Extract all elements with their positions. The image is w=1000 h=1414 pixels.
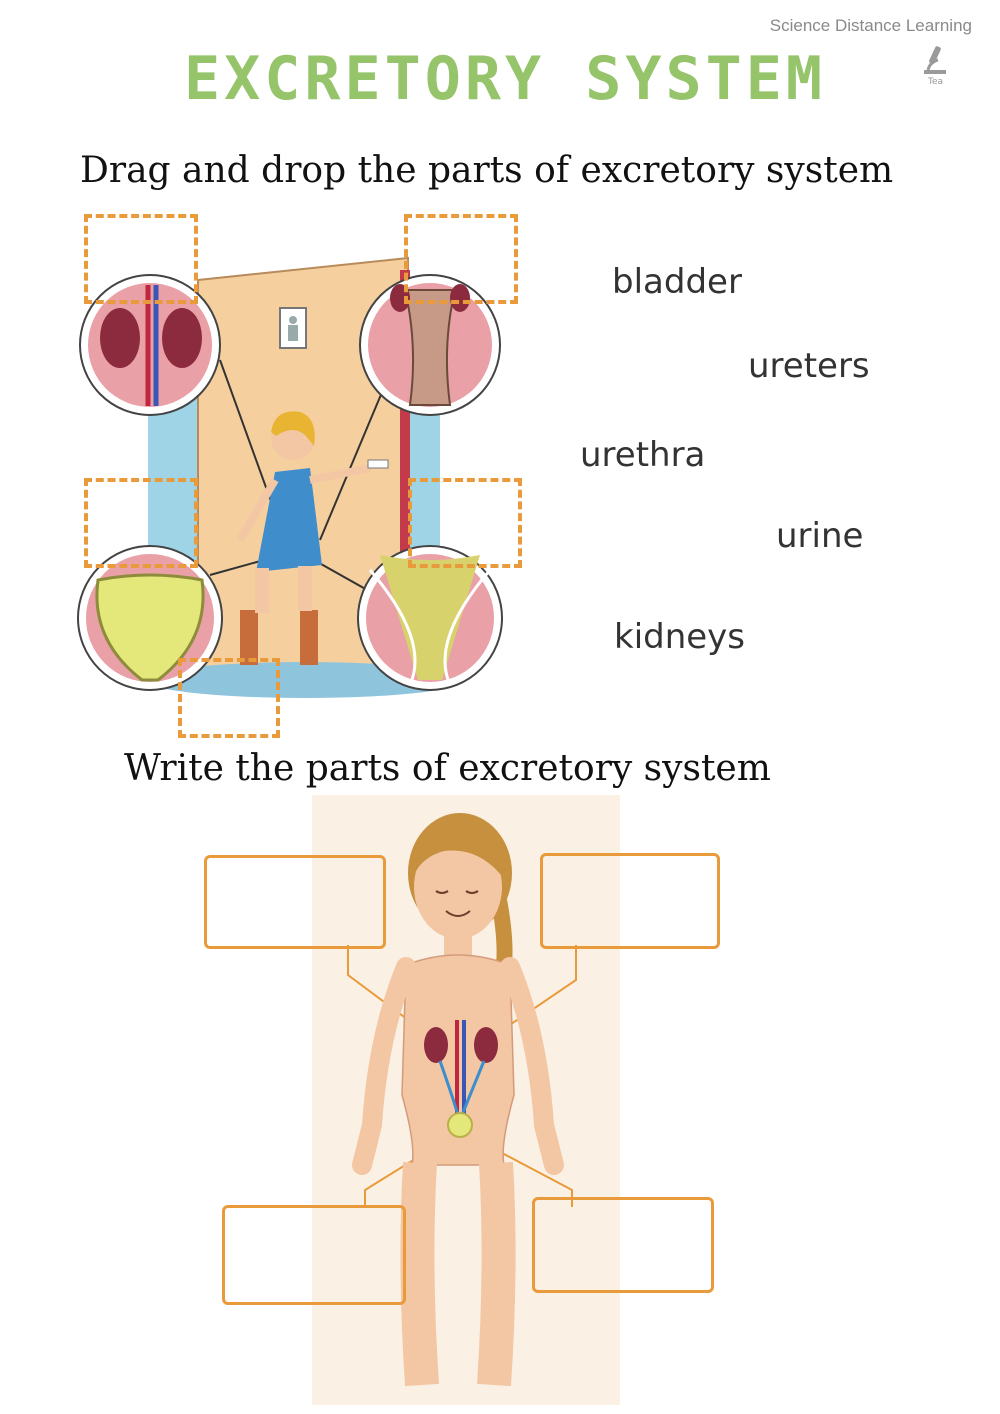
brand-label: Science Distance Learning	[769, 16, 972, 35]
draggable-word-ureters[interactable]: ureters	[748, 346, 870, 386]
illustration-girl-at-door	[70, 210, 520, 730]
drop-target-top-right[interactable]	[404, 214, 518, 304]
drop-target-top-left[interactable]	[84, 214, 198, 304]
draggable-word-kidneys[interactable]: kidneys	[614, 617, 746, 657]
drop-target-middle-left[interactable]	[84, 478, 198, 568]
draggable-word-urine[interactable]: urine	[776, 516, 864, 556]
instruction-drag-drop: Drag and drop the parts of excretory sys…	[80, 150, 894, 191]
drop-target-bottom[interactable]	[178, 658, 280, 738]
instruction-write: Write the parts of excretory system	[124, 748, 771, 789]
logo-text: Tea	[927, 77, 943, 86]
microscope-icon: Tea	[920, 44, 950, 86]
write-box-bottom-left[interactable]	[222, 1205, 406, 1305]
write-box-bottom-right[interactable]	[532, 1197, 714, 1293]
draggable-word-bladder[interactable]: bladder	[612, 262, 742, 302]
write-box-top-left[interactable]	[204, 855, 386, 949]
write-box-top-right[interactable]	[540, 853, 720, 949]
page-title: EXCRETORY SYSTEM	[184, 44, 826, 114]
draggable-word-urethra[interactable]: urethra	[580, 435, 706, 475]
drop-target-middle-right[interactable]	[408, 478, 522, 568]
